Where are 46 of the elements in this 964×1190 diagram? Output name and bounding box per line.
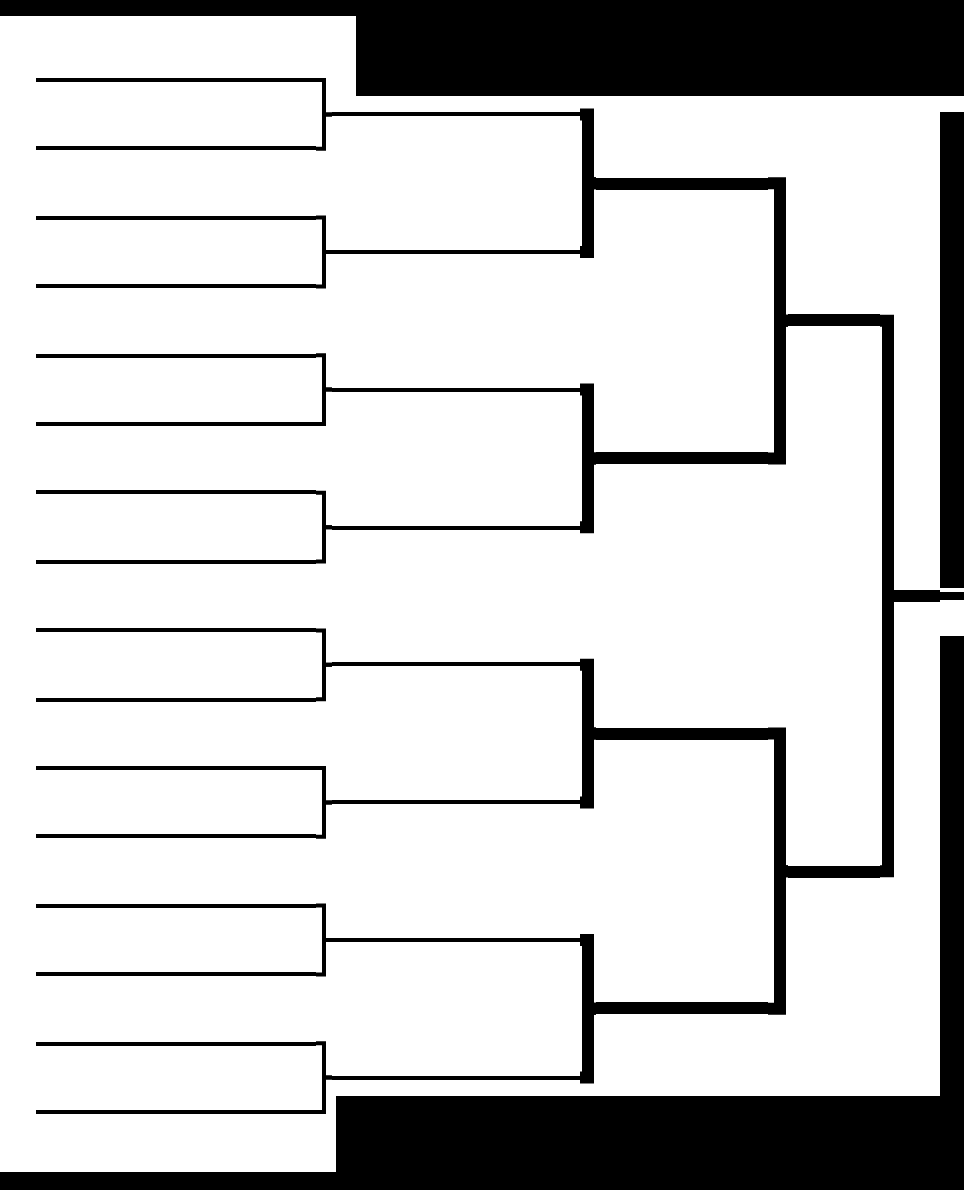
bracket-line — [36, 78, 316, 82]
bracket-line — [36, 903, 316, 908]
bracket-connector — [316, 387, 332, 426]
bracket-connector — [580, 177, 596, 258]
bracket-line — [332, 387, 580, 392]
bracket-line — [36, 146, 316, 151]
bracket-connector — [580, 727, 596, 809]
bracket-connector — [316, 1075, 332, 1114]
bracket-line — [332, 525, 580, 530]
bracket-line — [36, 422, 316, 426]
bracket-line — [36, 697, 316, 702]
bracket-line — [332, 1075, 580, 1080]
bracket-line — [36, 766, 316, 770]
bracket-connector — [316, 78, 332, 117]
bracket-connector — [316, 215, 332, 254]
bracket-line — [332, 250, 580, 254]
bracket-connector — [316, 628, 332, 667]
bracket-line — [332, 112, 580, 117]
bracket-connector — [316, 903, 332, 942]
bracket-connector — [316, 112, 332, 151]
bracket-connector — [768, 865, 788, 1015]
bracket-connector — [580, 452, 596, 534]
bracket-line — [36, 972, 316, 977]
bracket-connector — [316, 766, 332, 805]
bracket-line — [36, 1041, 316, 1046]
bracket-line — [36, 559, 316, 564]
bracket-line — [332, 938, 580, 942]
bracket-line — [36, 215, 316, 220]
bracket-connector — [316, 353, 332, 392]
bracket-connector — [316, 250, 332, 289]
bracket-connector — [316, 490, 332, 530]
bracket-connector — [768, 314, 788, 465]
bracket-line — [36, 353, 316, 358]
bracket-connector — [316, 525, 332, 564]
bracket-line — [36, 834, 316, 839]
bracket-line — [36, 1110, 316, 1114]
bracket-line — [36, 284, 316, 289]
bracket-connector — [316, 662, 332, 702]
bracket-connector — [316, 800, 332, 839]
bracket-connector — [316, 1041, 332, 1080]
bracket-line — [36, 628, 316, 633]
bracket-connector — [580, 1002, 596, 1084]
bracket-line — [36, 490, 316, 495]
bracket-connector — [316, 938, 332, 977]
bracket-line — [332, 662, 580, 667]
bracket-line — [332, 800, 580, 805]
